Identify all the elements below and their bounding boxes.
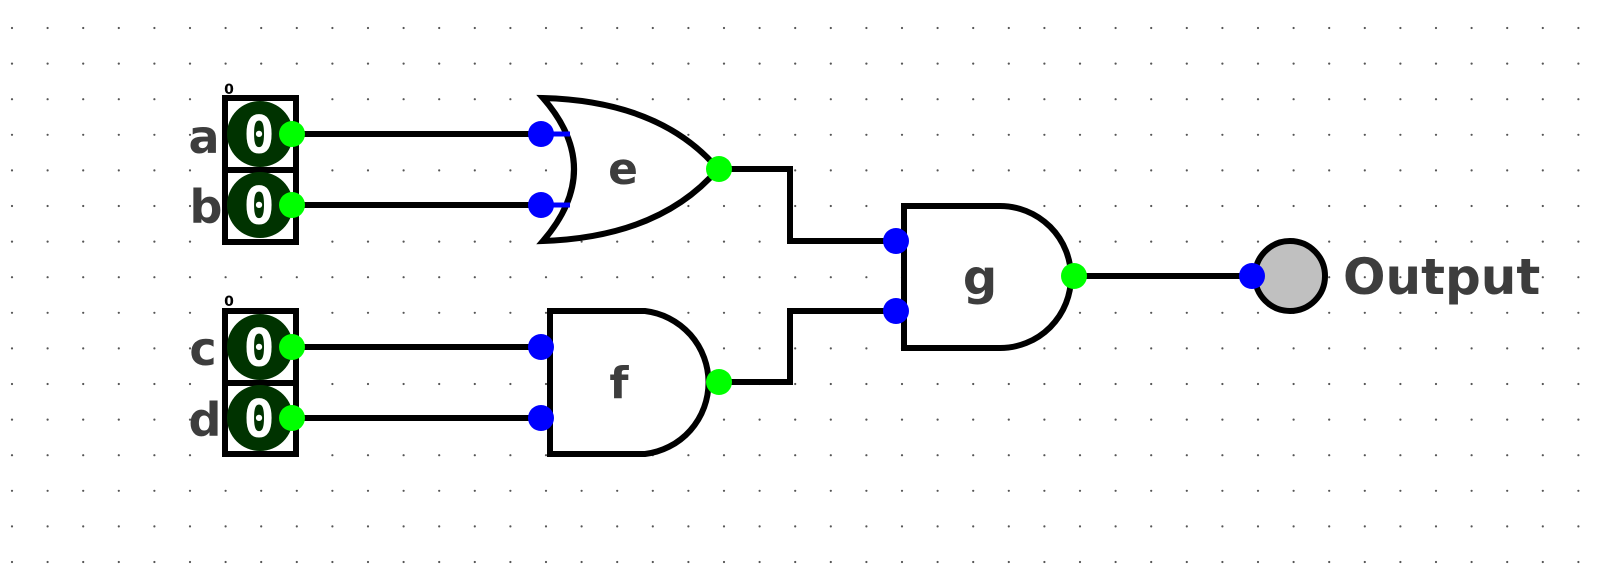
pin-f-in-2[interactable] (528, 405, 554, 431)
pin-output-in[interactable] (1239, 263, 1265, 289)
pin-g-out[interactable] (1061, 263, 1087, 289)
pins (279, 121, 1265, 431)
pin-e-out[interactable] (706, 156, 732, 182)
wire-f-to-g[interactable] (717, 308, 898, 385)
input-switch-b[interactable]: b 0 (190, 172, 293, 238)
pin-f-in-1[interactable] (528, 334, 554, 360)
gate-e-label: e (608, 144, 638, 195)
input-switch-d[interactable]: d 0 (189, 385, 293, 451)
gate-f-and[interactable]: f (547, 308, 712, 457)
pin-g-in-1[interactable] (883, 228, 909, 254)
pin-g-in-2[interactable] (883, 298, 909, 324)
output-label: Output (1343, 248, 1540, 306)
input-d-value: 0 (243, 390, 274, 450)
input-group-cd-index: 0 (224, 294, 234, 310)
pin-e-in-2[interactable] (528, 192, 554, 218)
pin-a-out[interactable] (279, 121, 305, 147)
pin-e-in-1[interactable] (528, 121, 554, 147)
input-c-label: c (189, 322, 216, 376)
gate-f-label: f (609, 358, 629, 409)
input-switch-a[interactable]: a 0 (188, 101, 293, 167)
input-b-label: b (190, 180, 223, 234)
pin-d-out[interactable] (279, 405, 305, 431)
output-lamp[interactable]: Output (1252, 238, 1540, 314)
gate-g-label: g (963, 250, 997, 306)
input-switch-c[interactable]: c 0 (189, 314, 293, 380)
gate-g-and[interactable]: g (901, 203, 1074, 351)
input-c-value: 0 (243, 319, 274, 379)
input-group-ab-index: 0 (224, 82, 234, 98)
gate-e-or[interactable]: e (536, 94, 722, 245)
pin-f-out[interactable] (706, 369, 732, 395)
input-d-label: d (189, 393, 222, 447)
input-a-label: a (188, 110, 219, 164)
input-a-value: 0 (243, 106, 274, 166)
wires (287, 131, 1253, 421)
pin-b-out[interactable] (279, 192, 305, 218)
wire-e-to-g[interactable] (717, 166, 898, 244)
pin-c-out[interactable] (279, 334, 305, 360)
input-b-value: 0 (243, 177, 274, 237)
